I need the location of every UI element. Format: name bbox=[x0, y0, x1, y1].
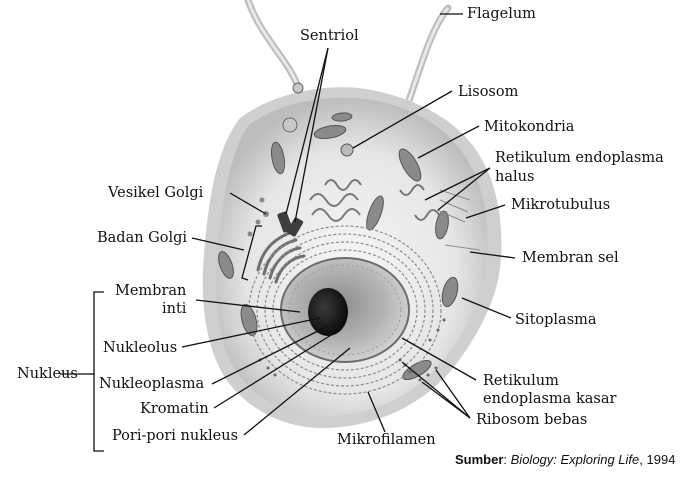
label-ribosom-bebas: Ribosom bebas bbox=[476, 412, 587, 428]
label-membran-inti-1: Membran bbox=[115, 283, 186, 299]
label-lisosom: Lisosom bbox=[458, 84, 519, 100]
label-mikrotubulus: Mikrotubulus bbox=[511, 197, 610, 213]
lysosome-shape bbox=[340, 143, 354, 157]
label-mikrofilamen: Mikrofilamen bbox=[337, 432, 436, 448]
source-colon: : bbox=[503, 452, 510, 467]
label-retikulum-kasar-1: Retikulum bbox=[483, 373, 559, 389]
cell-illustration bbox=[202, 0, 502, 429]
source-title: Biology: Exploring Life bbox=[511, 452, 640, 467]
label-sentriol: Sentriol bbox=[300, 28, 359, 44]
microtubules-shape bbox=[436, 189, 481, 251]
labels: Flagelum Sentriol Lisosom Mitokondria Re… bbox=[17, 6, 664, 448]
centriole-shape bbox=[277, 211, 304, 237]
mitochondria-group bbox=[218, 112, 459, 381]
label-membran-sel: Membran sel bbox=[522, 250, 619, 266]
source-prefix: Sumber bbox=[455, 452, 503, 467]
label-vesikel-golgi: Vesikel Golgi bbox=[107, 185, 204, 201]
rough-er-shape bbox=[248, 225, 442, 395]
source-year: , 1994 bbox=[639, 452, 675, 467]
label-nukleoplasma: Nukleoplasma bbox=[99, 376, 205, 392]
leader-lines bbox=[60, 13, 516, 452]
label-pori-pori-nukleus: Pori-pori nukleus bbox=[112, 428, 238, 444]
label-kromatin: Kromatin bbox=[140, 401, 209, 417]
label-retikulum-halus-1: Retikulum endoplasma bbox=[495, 150, 664, 166]
label-nukleus: Nukleus bbox=[17, 366, 78, 382]
nucleolus-shape bbox=[308, 288, 348, 336]
label-nukleolus: Nukleolus bbox=[103, 340, 177, 356]
label-badan-golgi: Badan Golgi bbox=[97, 230, 187, 246]
label-retikulum-halus-2: halus bbox=[495, 169, 534, 185]
smooth-er-shape bbox=[309, 179, 440, 222]
source-caption: Sumber: Biology: Exploring Life, 1994 bbox=[455, 452, 675, 467]
label-sitoplasma: Sitoplasma bbox=[515, 312, 597, 328]
label-retikulum-kasar-2: endoplasma kasar bbox=[483, 391, 616, 407]
label-flagelum: Flagelum bbox=[467, 6, 536, 22]
label-mitokondria: Mitokondria bbox=[484, 119, 575, 135]
label-membran-inti-2: inti bbox=[162, 301, 187, 317]
